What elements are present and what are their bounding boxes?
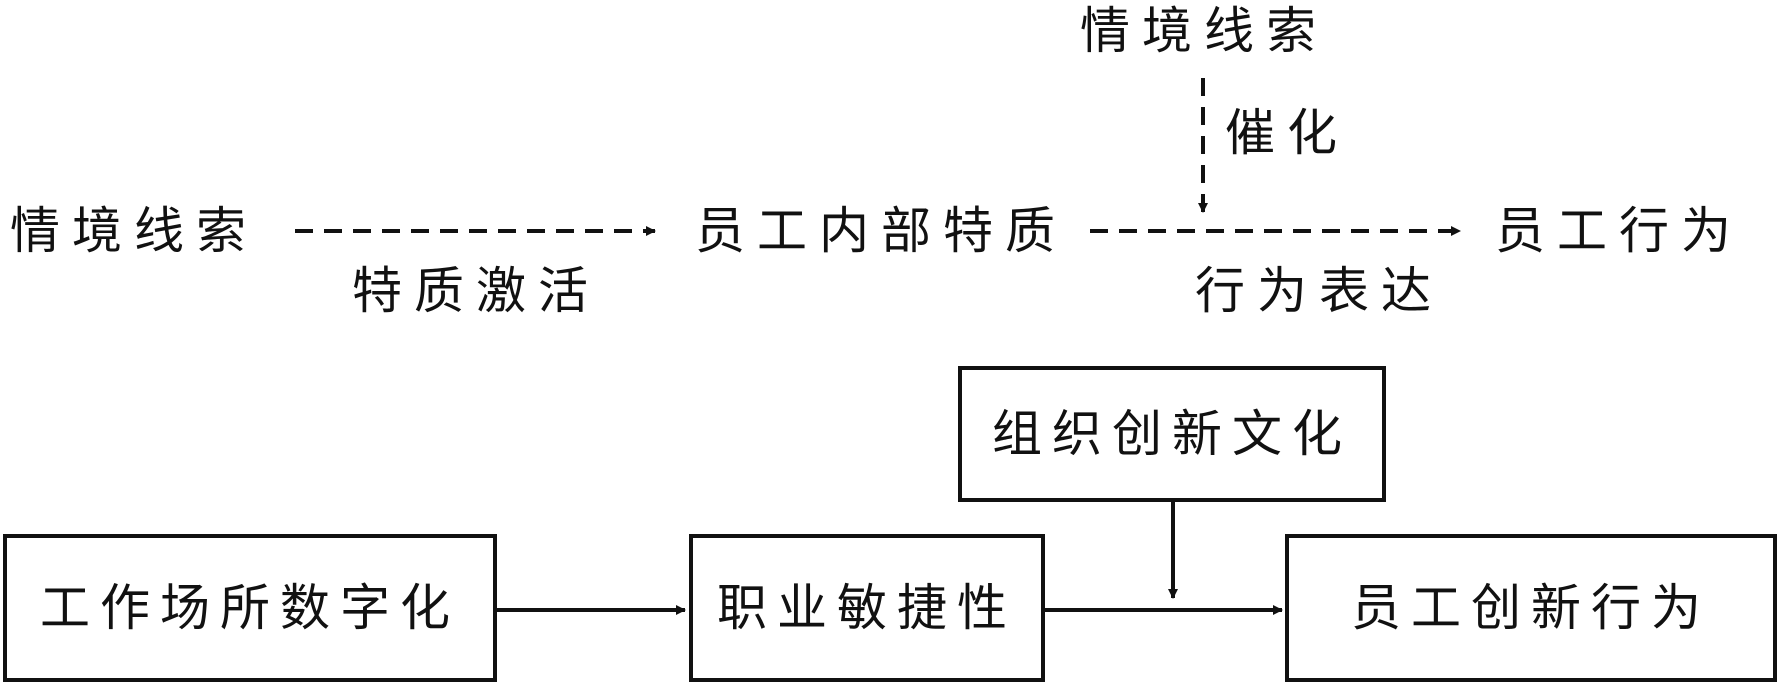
behavior-expression-label: 行为表达 (1195, 262, 1443, 320)
digitalization-label: 工作场所数字化 (40, 579, 460, 637)
agility-box: 职业敏捷性 (689, 534, 1045, 682)
culture-label: 组织创新文化 (992, 405, 1352, 463)
situational-cue-top: 情境线索 (1080, 2, 1328, 60)
situational-cue-left: 情境线索 (10, 202, 258, 260)
employee-internal-trait: 员工内部特质 (695, 202, 1067, 260)
employee-behavior: 员工行为 (1495, 202, 1743, 260)
agility-label: 职业敏捷性 (717, 579, 1017, 637)
innovation-box: 员工创新行为 (1285, 534, 1777, 682)
culture-box: 组织创新文化 (958, 366, 1386, 502)
catalyze-label: 催化 (1225, 104, 1349, 162)
innovation-label: 员工创新行为 (1351, 579, 1711, 637)
trait-activation-label: 特质激活 (352, 262, 600, 320)
digitalization-box: 工作场所数字化 (3, 534, 497, 682)
